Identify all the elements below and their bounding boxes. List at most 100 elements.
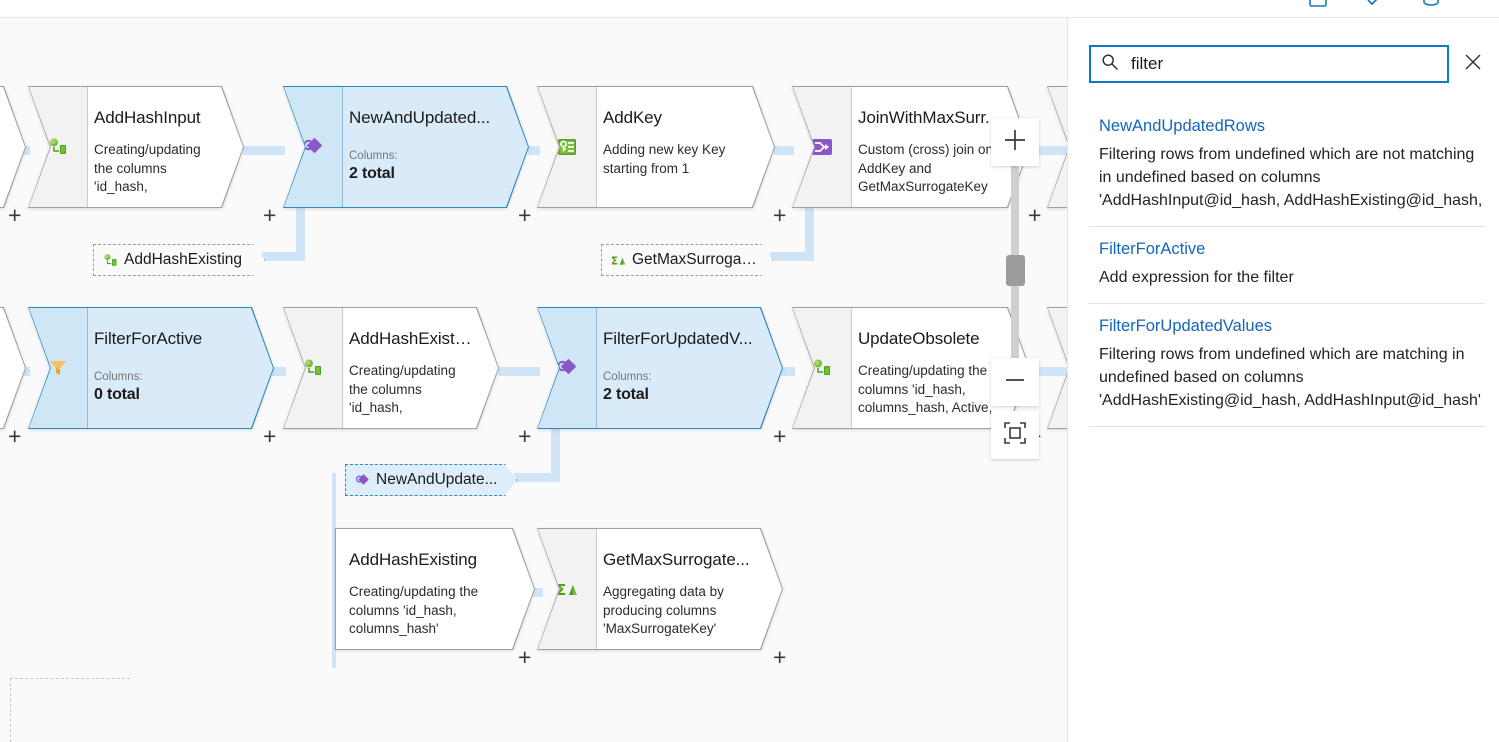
add-node-plus[interactable]: + (773, 644, 787, 670)
validate-icon[interactable] (1362, 0, 1388, 11)
join-icon (811, 137, 833, 157)
node-icon-area (1048, 87, 1067, 207)
node-description: Aggregating data by producing columns 'M… (603, 584, 724, 636)
node-UpdateObsolete[interactable]: UpdateObsolete Creating/updating the col… (792, 307, 1030, 429)
derived-column-icon (103, 253, 118, 268)
connector (781, 367, 795, 376)
close-search-button[interactable] (1459, 50, 1487, 78)
pill-ref-GetMaxSurrogateKey[interactable]: Σ GetMaxSurrogat... (601, 244, 773, 276)
connector-elbow (296, 207, 305, 261)
node-title: JoinWithMaxSurr... (858, 108, 999, 127)
node-fill (0, 308, 25, 428)
add-node-plus[interactable]: + (773, 423, 787, 449)
add-node-plus[interactable]: + (8, 423, 22, 449)
node-icon-area (284, 308, 342, 428)
node-icon-divider (596, 529, 597, 649)
zoom-slider-thumb[interactable] (1006, 255, 1025, 286)
node-description: Creating/updating the columns 'id_hash, … (94, 142, 201, 199)
node-columns-label: Columns: (603, 371, 652, 383)
node-GetMaxSurrogateKey[interactable]: Σ GetMaxSurrogate... Aggregating data by… (537, 528, 783, 650)
node-NewAndUpdatedRows[interactable]: NewAndUpdated... Columns: 2 total (283, 86, 529, 208)
search-result-title[interactable]: FilterForUpdatedValues (1099, 317, 1273, 335)
search-results-list: NewAndUpdatedRows Filtering rows from un… (1089, 104, 1485, 427)
node-title-truncated: .. (0, 353, 2, 373)
connector (1029, 146, 1067, 155)
pill-shape (601, 244, 773, 276)
surrogate-key-icon (557, 137, 577, 157)
fit-to-screen-button[interactable] (991, 411, 1039, 459)
search-result-title[interactable]: FilterForActive (1099, 240, 1206, 258)
connector (1029, 367, 1067, 376)
close-icon (1462, 51, 1484, 78)
node-content: JoinWithMaxSurr... Custom (cross) join o… (858, 86, 1004, 208)
save-icon[interactable] (1305, 0, 1331, 11)
node-content: UpdateObsolete Creating/updating the col… (858, 307, 1004, 429)
node-columns-value: 2 total (349, 165, 395, 182)
add-node-plus[interactable]: + (518, 644, 532, 670)
svg-text:Σ: Σ (611, 256, 618, 267)
add-node-plus[interactable]: + (1028, 202, 1042, 228)
node-icon-area: Σ (538, 529, 596, 649)
search-result-item[interactable]: FilterForActive Add expression for the f… (1089, 227, 1485, 304)
node-content: GetMaxSurrogate... Aggregating data by p… (603, 528, 757, 650)
node-partial-left-top[interactable] (0, 86, 26, 208)
search-icon (1101, 53, 1119, 76)
node-partial-right-top[interactable] (1047, 86, 1067, 208)
node-content: AddHashExisting Creating/updating the co… (349, 307, 473, 429)
add-node-plus[interactable]: + (518, 202, 532, 228)
node-AddHashExisting[interactable]: AddHashExisting Creating/updating the co… (283, 307, 499, 429)
plus-icon (1002, 127, 1028, 158)
node-content: NewAndUpdated... Columns: 2 total (349, 86, 503, 208)
flow-canvas[interactable]: + .. + (0, 18, 1068, 742)
search-panel: NewAndUpdatedRows Filtering rows from un… (1069, 18, 1499, 742)
node-content: AddHashExisting Creating/updating the co… (349, 528, 509, 650)
node-AddHashInput[interactable]: AddHashInput Creating/updating the colum… (28, 86, 244, 208)
node-columns-value: 0 total (94, 386, 140, 403)
node-AddKey[interactable]: AddKey Adding new key Key starting from … (537, 86, 775, 208)
derived-column-icon (812, 359, 832, 377)
node-AddHashExisting-2[interactable]: AddHashExisting Creating/updating the co… (335, 528, 535, 650)
node-title: AddHashExisting (349, 329, 473, 348)
exists-icon (556, 358, 578, 378)
node-description: Creating/updating the columns 'id_hash, … (349, 584, 479, 636)
node-icon-area (29, 87, 87, 207)
zoom-out-button[interactable] (991, 358, 1039, 406)
node-content: FilterForUpdatedV... Columns: 2 total (603, 307, 757, 429)
connector (533, 588, 543, 597)
node-title: UpdateObsolete (858, 329, 980, 348)
pill-ref-AddHashExisting[interactable]: AddHashExisting (93, 244, 265, 276)
node-FilterForUpdatedValues[interactable]: FilterForUpdatedV... Columns: 2 total (537, 307, 783, 429)
search-box[interactable] (1089, 45, 1449, 83)
connector-elbow (514, 473, 560, 482)
node-title: AddHashExisting (349, 550, 477, 569)
add-node-plus[interactable]: + (518, 423, 532, 449)
zoom-in-button[interactable] (991, 118, 1039, 166)
node-columns-label: Columns: (94, 371, 143, 383)
search-input[interactable] (1129, 53, 1437, 75)
add-node-plus[interactable]: + (263, 202, 277, 228)
add-node-plus[interactable]: + (8, 202, 22, 228)
add-node-plus[interactable]: + (263, 423, 277, 449)
connector (528, 146, 540, 155)
search-result-title[interactable]: NewAndUpdatedRows (1099, 117, 1266, 135)
node-icon-area (29, 308, 87, 428)
pill-shape (345, 464, 517, 496)
node-icon-divider (87, 308, 88, 428)
node-title: FilterForUpdatedV... (603, 329, 753, 348)
node-partial-right-mid[interactable] (1047, 307, 1067, 429)
pill-ref-NewAndUpdatedRows[interactable]: NewAndUpdate... (345, 464, 517, 496)
search-result-item[interactable]: NewAndUpdatedRows Filtering rows from un… (1089, 104, 1485, 227)
node-description: Creating/updating the columns 'id_hash, … (349, 363, 456, 420)
node-FilterForActive[interactable]: FilterForActive Columns: 0 total (28, 307, 274, 429)
node-JoinWithMaxSurrogateKey[interactable]: JoinWithMaxSurr... Custom (cross) join o… (792, 86, 1030, 208)
data-preview-icon[interactable] (1418, 0, 1444, 11)
connector (243, 146, 285, 155)
search-result-item[interactable]: FilterForUpdatedValues Filtering rows fr… (1089, 304, 1485, 427)
node-partial-left-mid[interactable]: .. (0, 307, 26, 429)
connector (774, 146, 794, 155)
node-title: AddKey (603, 108, 662, 127)
zoom-control (991, 118, 1039, 459)
node-icon-area (793, 308, 851, 428)
add-node-plus[interactable]: + (773, 202, 787, 228)
